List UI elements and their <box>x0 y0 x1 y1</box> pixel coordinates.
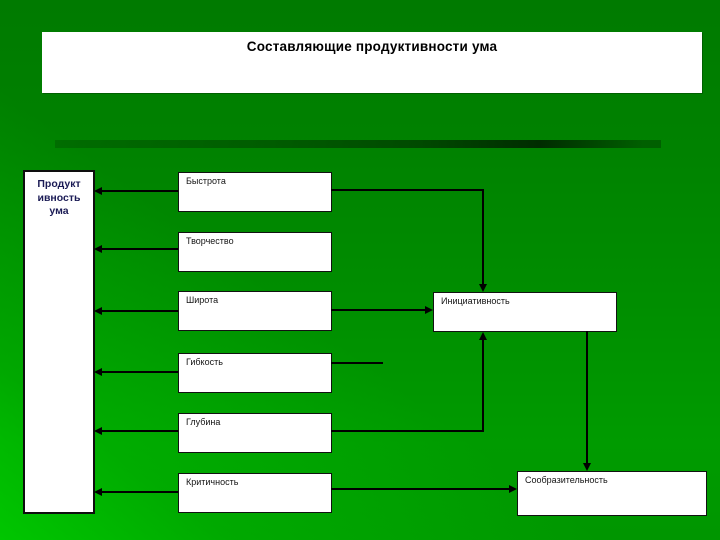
connector-tvorchestvo-to-root-line <box>101 248 178 250</box>
connector-bystrota-to-initsiativnost-arrow-icon <box>479 284 487 292</box>
node-glubina-label: Глубина <box>186 417 221 427</box>
connector-kritichnost-to-root-arrow-icon <box>94 488 102 496</box>
connector-kritichnost-to-soobrazitelnost-arrow-icon <box>509 485 517 493</box>
connector-bystrota-to-initsiativnost-hline <box>331 189 484 191</box>
connector-glubina-to-root-arrow-icon <box>94 427 102 435</box>
connector-kritichnost-to-root-line <box>101 491 178 493</box>
title-box: Составляющие продуктивности ума <box>42 32 702 93</box>
node-bystrota-label: Быстрота <box>186 176 226 186</box>
connector-bystrota-to-root-line <box>101 190 178 192</box>
node-soobrazitelnost-label: Сообразительность <box>525 475 608 485</box>
connector-shirota-to-initsiativnost-line <box>331 309 426 311</box>
connector-initsiativnost-to-soobrazitelnost-vline <box>586 331 588 464</box>
connector-bystrota-to-initsiativnost-vline <box>482 190 484 286</box>
node-bystrota: Быстрота <box>178 172 332 212</box>
node-initsiativnost-label: Инициативность <box>441 296 510 306</box>
connector-tvorchestvo-to-root-arrow-icon <box>94 245 102 253</box>
node-tvorchestvo: Творчество <box>178 232 332 272</box>
node-tvorchestvo-label: Творчество <box>186 236 234 246</box>
node-initsiativnost: Инициативность <box>433 292 617 332</box>
connector-gibkost-to-root-line <box>101 371 178 373</box>
connector-kritichnost-to-soobrazitelnost-line <box>331 488 510 490</box>
connector-bystrota-to-root-arrow-icon <box>94 187 102 195</box>
connector-glubina-to-initsiativnost-vline <box>482 340 484 431</box>
node-shirota: Широта <box>178 291 332 331</box>
connector-gibkost-stub-line <box>331 362 383 364</box>
node-productivity-of-mind: Продукт ивность ума <box>23 170 95 514</box>
connector-glubina-to-initsiativnost-arrow-icon <box>479 332 487 340</box>
connector-initsiativnost-to-soobrazitelnost-arrow-icon <box>583 463 591 471</box>
decorative-shadow-band <box>55 140 661 148</box>
connector-glubina-to-root-line <box>101 430 178 432</box>
node-productivity-label: Продукт ивность ума <box>37 178 81 218</box>
node-soobrazitelnost: Сообразительность <box>517 471 707 516</box>
connector-shirota-to-root-line <box>101 310 178 312</box>
node-gibkost-label: Гибкость <box>186 357 223 367</box>
node-kritichnost: Критичность <box>178 473 332 513</box>
slide-title: Составляющие продуктивности ума <box>246 39 498 54</box>
connector-glubina-to-initsiativnost-hline <box>331 430 484 432</box>
node-shirota-label: Широта <box>186 295 219 305</box>
node-glubina: Глубина <box>178 413 332 453</box>
connector-shirota-to-initsiativnost-arrow-icon <box>425 306 433 314</box>
node-kritichnost-label: Критичность <box>186 477 239 487</box>
node-gibkost: Гибкость <box>178 353 332 393</box>
connector-gibkost-to-root-arrow-icon <box>94 368 102 376</box>
connector-shirota-to-root-arrow-icon <box>94 307 102 315</box>
